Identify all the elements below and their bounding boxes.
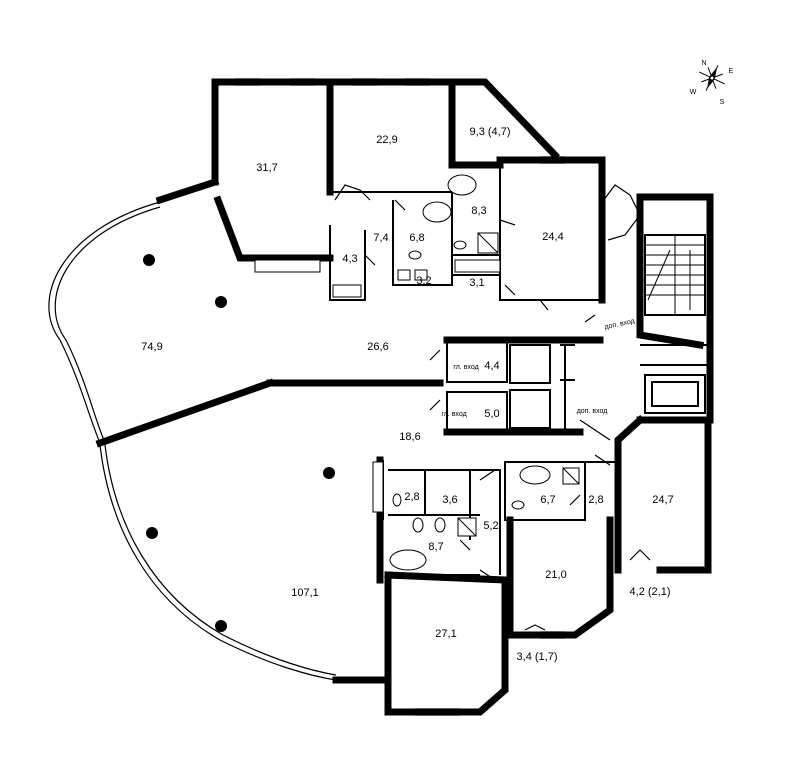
room-area-label: 3,2 xyxy=(416,275,431,287)
column xyxy=(215,620,227,632)
room-area-label: 6,7 xyxy=(540,494,555,506)
main-entrance-label: гл. вход xyxy=(441,411,466,418)
room-area-label: 31,7 xyxy=(256,162,277,174)
main-entrance-label: гл. вход xyxy=(453,364,478,371)
room-area-label: 5,2 xyxy=(483,520,498,532)
compass-south: S xyxy=(720,99,725,106)
column xyxy=(323,467,335,479)
room-area-label: 22,9 xyxy=(376,134,397,146)
compass-rose xyxy=(699,65,725,91)
stairwell xyxy=(644,234,706,414)
column xyxy=(215,296,227,308)
room-area-label: 4,3 xyxy=(342,253,357,265)
room-area-label: 4,2 (2,1) xyxy=(630,586,671,598)
room-area-label: 21,0 xyxy=(545,569,566,581)
room-area-label: 2,8 xyxy=(404,491,419,503)
room-labels: 31,7 22,9 9,3 (4,7) 8,3 24,4 7,4 6,8 4,3… xyxy=(141,126,673,663)
fixtures xyxy=(254,174,580,571)
service-entrance-label: доп. вход xyxy=(604,318,635,331)
outer-walls xyxy=(95,78,714,716)
compass-north: N xyxy=(701,60,706,67)
room-area-label: 26,6 xyxy=(367,341,388,353)
room-area-label: 107,1 xyxy=(291,587,319,599)
room-area-label: 3,6 xyxy=(442,494,457,506)
room-area-label: 6,8 xyxy=(409,232,424,244)
room-area-label: 3,1 xyxy=(469,277,484,289)
room-area-label: 8,3 xyxy=(471,205,486,217)
windows xyxy=(231,78,704,716)
room-area-label: 9,3 (4,7) xyxy=(470,126,511,138)
columns xyxy=(143,254,335,632)
room-area-label: 2,8 xyxy=(588,494,603,506)
column xyxy=(143,254,155,266)
curved-facades xyxy=(48,201,337,681)
room-area-label: 24,4 xyxy=(542,231,563,243)
room-area-label: 24,7 xyxy=(652,494,673,506)
doors xyxy=(334,184,651,631)
column xyxy=(146,527,158,539)
room-area-label: 18,6 xyxy=(399,431,420,443)
compass-west: W xyxy=(690,89,697,96)
compass-east: E xyxy=(729,68,734,75)
room-area-label: 5,0 xyxy=(484,408,499,420)
entrance-labels: гл. вход гл. вход доп. вход доп. вход xyxy=(441,318,635,418)
room-area-label: 8,7 xyxy=(428,541,443,553)
service-entrance-label: доп. вход xyxy=(577,408,608,415)
room-area-label: 4,4 xyxy=(484,360,499,372)
room-area-label: 7,4 xyxy=(373,232,388,244)
room-area-label: 3,4 (1,7) xyxy=(517,651,558,663)
interior-walls xyxy=(326,78,710,584)
room-area-label: 27,1 xyxy=(435,628,456,640)
room-area-label: 74,9 xyxy=(141,341,162,353)
